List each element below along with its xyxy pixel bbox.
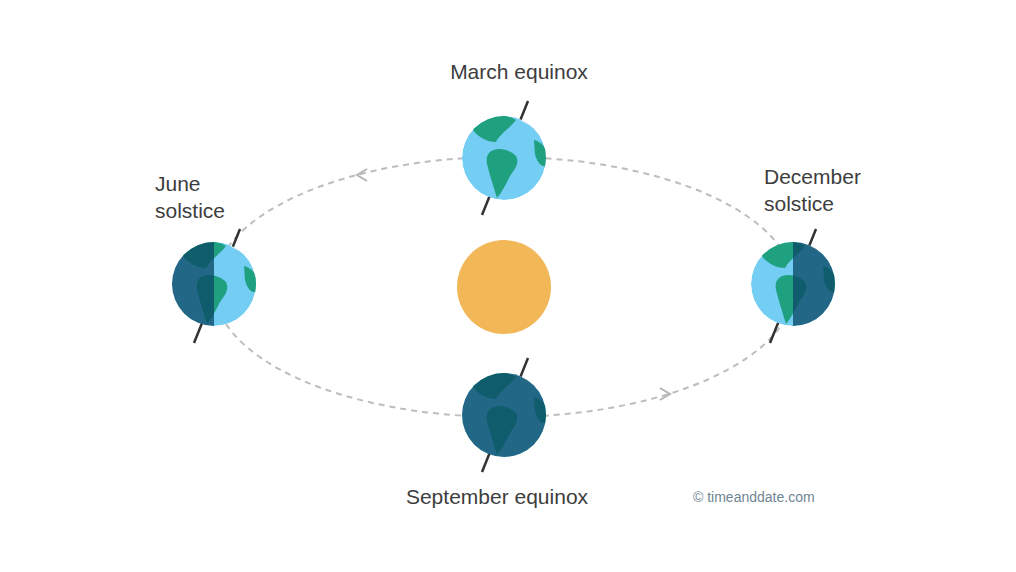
earth-june	[172, 229, 258, 343]
night-side	[462, 373, 546, 457]
season-label: June solstice	[155, 170, 265, 225]
orbit-arrow	[660, 388, 670, 400]
earth-globe	[172, 241, 258, 326]
earth-december	[751, 229, 837, 343]
credit-label: © timeanddate.com	[693, 488, 893, 506]
earth-globe	[462, 372, 548, 457]
earth-globe	[462, 115, 548, 200]
season-label: December solstice	[764, 163, 894, 218]
night-side	[793, 242, 835, 326]
season-label: September equinox	[367, 483, 627, 510]
earth-march	[462, 101, 548, 215]
earth-september	[462, 358, 548, 472]
orbit-arrow	[357, 169, 367, 181]
earth-globe	[751, 241, 837, 326]
night-side	[172, 242, 214, 326]
season-label: March equinox	[409, 58, 629, 85]
sun	[457, 240, 551, 334]
